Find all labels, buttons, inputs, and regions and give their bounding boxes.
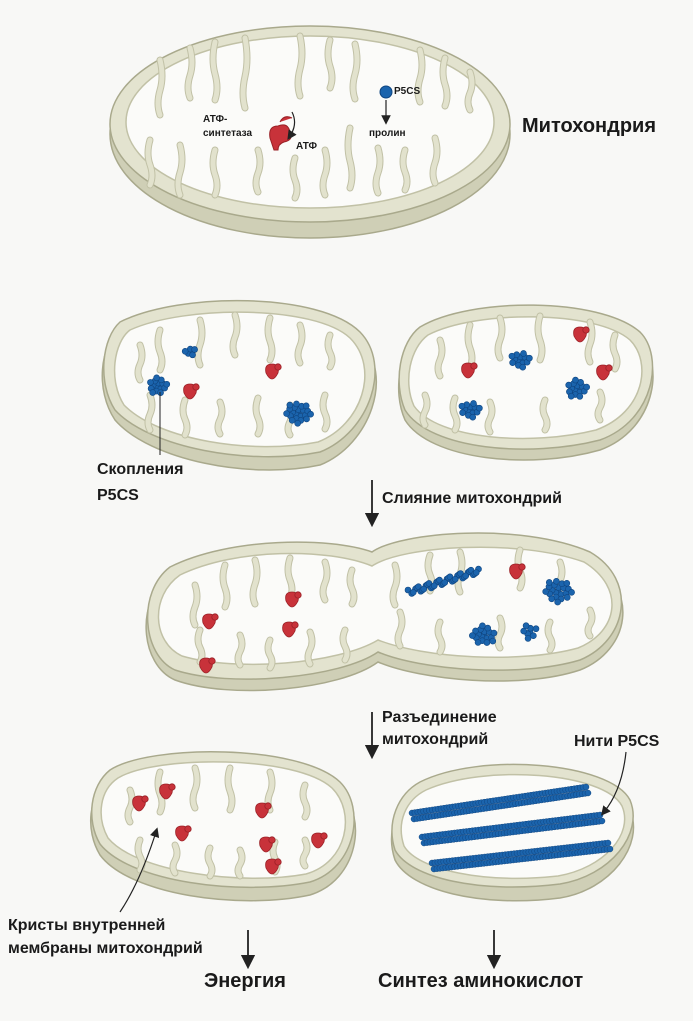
p5cs-cluster xyxy=(470,414,476,420)
p5cs-unit xyxy=(597,812,603,818)
mitochondrion-fused xyxy=(146,533,623,690)
atp-synthase-head xyxy=(519,564,525,570)
p5cs-cluster xyxy=(572,377,578,383)
p5cs-cluster xyxy=(289,417,295,423)
synthesis-label: Синтез аминокислот xyxy=(378,970,583,993)
p5cs-cluster xyxy=(568,393,574,399)
atp-synthase-head xyxy=(275,859,281,865)
p5cs-cluster xyxy=(577,393,583,399)
p5cs-cluster xyxy=(543,589,549,595)
p5cs-cluster xyxy=(475,639,481,645)
p5cs-cluster xyxy=(479,623,485,629)
atp-label: АТФ xyxy=(296,141,317,152)
atp-synthase-head xyxy=(275,364,281,370)
atp-synthase-head xyxy=(292,622,298,628)
p5cs-cluster xyxy=(303,403,309,409)
p5cs-cluster xyxy=(569,589,575,595)
p5cs-cluster xyxy=(520,364,526,370)
p5cs-cluster xyxy=(564,594,570,600)
p5cs-cluster xyxy=(154,375,160,381)
p5cs-unit xyxy=(583,784,589,790)
p5cs-cluster xyxy=(521,350,527,356)
p5cs-cluster xyxy=(476,405,482,411)
p5cs-cluster xyxy=(459,403,465,409)
atp-synthase-head xyxy=(265,803,271,809)
atp-synthase-head xyxy=(185,826,191,832)
mitochondrion-top xyxy=(110,26,510,238)
p5cs-cluster xyxy=(491,630,497,636)
p5cs-cluster xyxy=(473,570,479,576)
p5cs-cluster xyxy=(546,579,552,585)
p5cs-cluster xyxy=(525,635,531,641)
p5cs-unit xyxy=(585,790,591,796)
p5cs-cluster xyxy=(164,381,170,387)
mitochondrion-right xyxy=(399,305,653,460)
p5cs-cluster xyxy=(555,599,561,605)
p5cs-cluster xyxy=(308,411,314,417)
fission-label: Разъединение митохондрий xyxy=(382,707,497,751)
p5cs-cluster xyxy=(192,346,198,352)
cristae-label: Кристы внутренней мембраны митохондрий xyxy=(8,914,203,960)
p5cs-cluster xyxy=(526,355,532,361)
p5cs-cluster xyxy=(182,348,188,354)
filaments-label: Нити P5CS xyxy=(574,733,659,751)
atp-synthase-head xyxy=(212,614,218,620)
atp-synthase-head xyxy=(142,796,148,802)
energy-label: Энергия xyxy=(204,970,286,993)
atp-synthase-head xyxy=(321,833,327,839)
atp-synthase-head xyxy=(169,784,175,790)
p5cs-cluster xyxy=(530,633,536,639)
p5cs-cluster xyxy=(523,623,529,629)
fusion-label: Слияние митохондрий xyxy=(382,490,562,508)
p5cs-cluster xyxy=(284,411,290,417)
clusters-label: Скопления P5CS xyxy=(97,457,183,509)
atp-synthase-head xyxy=(295,592,301,598)
p5cs-cluster xyxy=(533,626,539,632)
p5cs-cluster xyxy=(158,390,164,396)
atp-synthase-head xyxy=(269,837,275,843)
p5cs-cluster xyxy=(549,596,555,602)
p5cs-unit xyxy=(607,846,613,852)
atp-synthase-label: АТФ- синтетаза xyxy=(203,113,252,141)
mitochondrion-left xyxy=(102,301,376,470)
p5cs-cluster xyxy=(484,640,490,646)
p5cs-cluster xyxy=(150,390,156,396)
p5cs-molecule-top xyxy=(380,86,392,98)
atp-synthase-head xyxy=(606,365,612,371)
p5cs-cluster xyxy=(521,628,527,634)
p5cs-cluster xyxy=(564,580,570,586)
p5cs-unit xyxy=(605,840,611,846)
page-title: Митохондрия xyxy=(522,115,656,138)
p5cs-cluster xyxy=(490,638,496,644)
p5cs-cluster xyxy=(469,633,475,639)
p5cs-cluster xyxy=(509,353,515,359)
p5cs-cluster xyxy=(553,578,559,584)
p5cs-unit xyxy=(599,818,605,824)
atp-synthase-head xyxy=(193,384,199,390)
p5cs-cluster xyxy=(584,384,590,390)
p5cs-cluster xyxy=(147,379,153,385)
p5cs-cluster xyxy=(471,400,477,406)
p5cs-label: P5CS xyxy=(394,86,420,97)
p5cs-cluster xyxy=(510,360,516,366)
p5cs-cluster xyxy=(566,382,572,388)
mitochondrion-bottom-left xyxy=(91,752,356,901)
atp-synthase-head xyxy=(583,327,589,333)
proline-label: пролин xyxy=(369,128,406,139)
p5cs-cluster xyxy=(287,402,293,408)
p5cs-cluster xyxy=(460,410,466,416)
atp-synthase-head xyxy=(471,363,477,369)
atp-synthase-head xyxy=(209,658,215,664)
p5cs-cluster xyxy=(293,401,299,407)
p5cs-cluster xyxy=(295,420,301,426)
